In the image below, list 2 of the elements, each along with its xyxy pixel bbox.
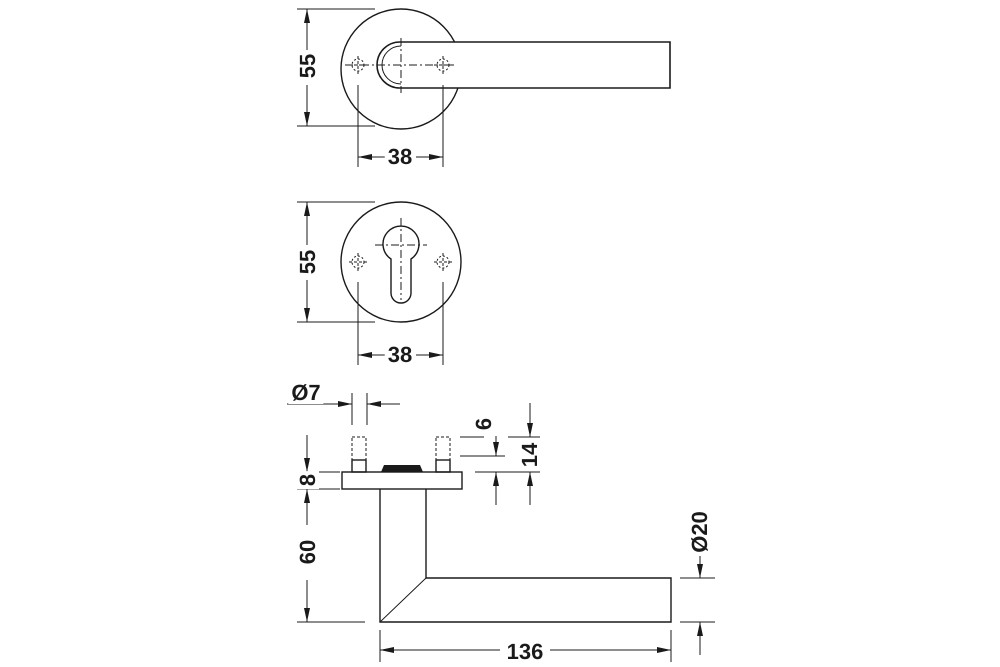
dimension-label: 8: [297, 470, 319, 490]
dimension-label: Ø7: [288, 382, 324, 404]
